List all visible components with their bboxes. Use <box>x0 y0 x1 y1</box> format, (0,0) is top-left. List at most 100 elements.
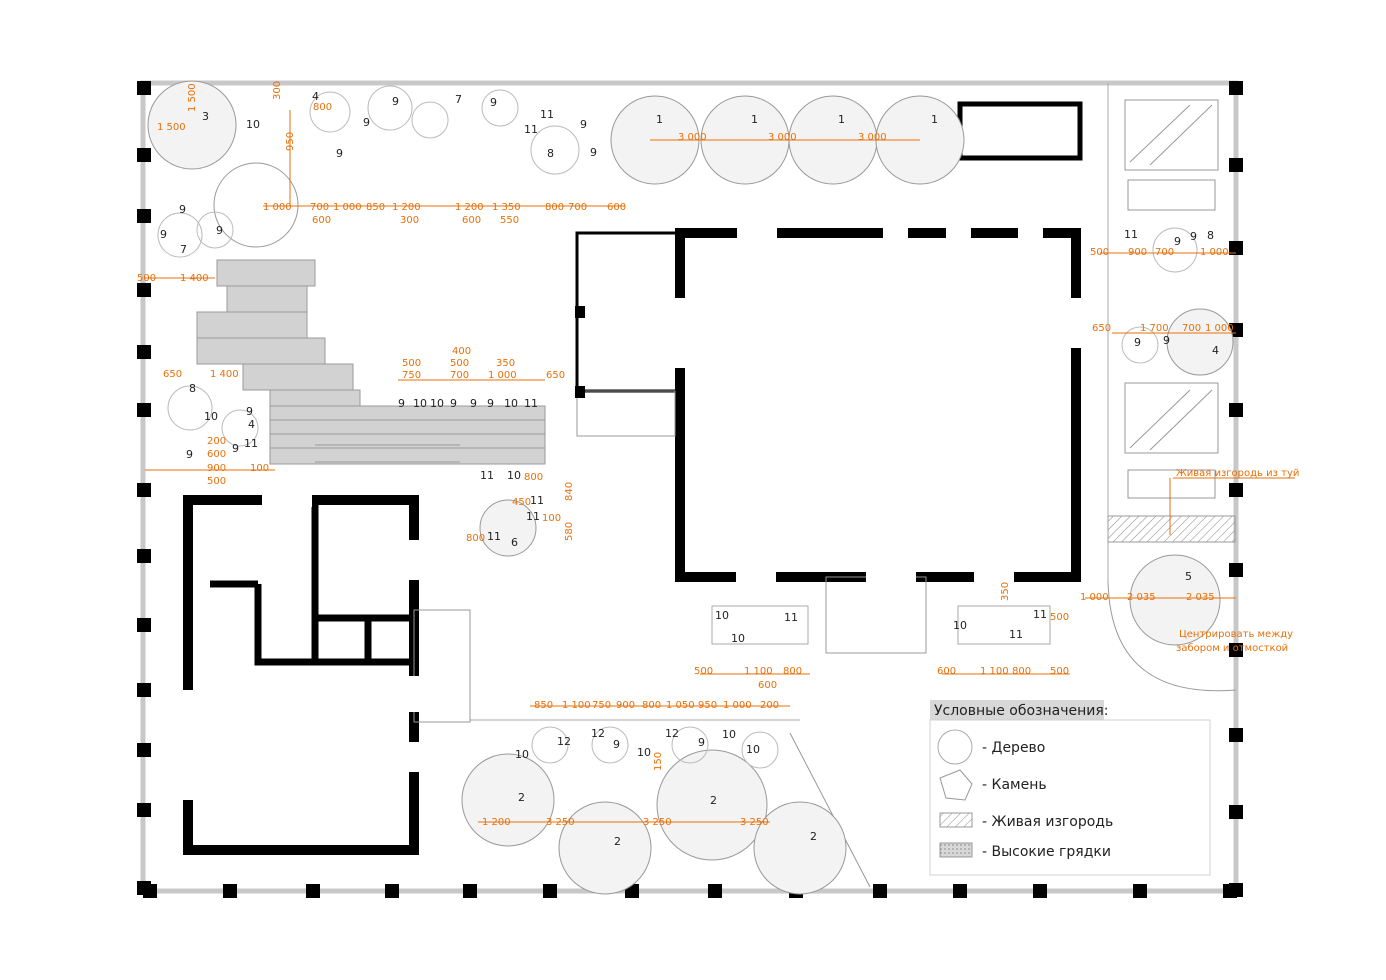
plant-label-9q: 9 <box>1174 235 1181 248</box>
dim-1100-a: 1 100 <box>744 666 773 677</box>
dim-700-b: 700 <box>568 202 587 213</box>
plant-label-12c: 12 <box>665 727 679 740</box>
lawn-border <box>789 732 871 888</box>
dim-600-b: 600 <box>462 215 481 226</box>
dim-1100-b: 1 100 <box>980 666 1009 677</box>
dim-800-g: 800 <box>642 700 661 711</box>
tree-label-2a: 2 <box>518 791 525 804</box>
dim-850-b: 850 <box>534 700 553 711</box>
plant-label-10l: 10 <box>722 728 736 741</box>
shrubs <box>157 85 1198 769</box>
fence-post <box>137 209 151 223</box>
plant-label-9k: 9 <box>232 442 239 455</box>
fence-post <box>1229 643 1243 657</box>
note-center-line1: Центрировать между <box>1179 629 1293 640</box>
plant-label-10e: 10 <box>504 397 518 410</box>
guest-house <box>181 493 471 855</box>
dim-580: 580 <box>564 522 575 541</box>
dim-750-a: 750 <box>402 370 421 381</box>
tree-label-4a: 4 <box>312 90 319 103</box>
tree-label-4c: 4 <box>248 418 255 431</box>
plant-label-11d: 11 <box>524 397 538 410</box>
legend-stone: - Камень <box>982 777 1047 793</box>
dim-300-b: 300 <box>400 215 419 226</box>
plant-label-7b: 7 <box>180 243 187 256</box>
dim-1350: 1 350 <box>492 202 521 213</box>
note-hedge-thuja: Живая изгородь из туй <box>1176 468 1299 479</box>
plant-label-11e: 11 <box>480 469 494 482</box>
dim-900-c: 900 <box>616 700 635 711</box>
dim-300-a: 300 <box>272 81 283 100</box>
fence-post <box>137 403 151 417</box>
fence-post <box>463 884 477 898</box>
dim-2035-b: 2 035 <box>1186 592 1215 603</box>
right-lawn-arc <box>1107 579 1237 692</box>
dim-500-c: 500 <box>450 358 469 369</box>
fence-post <box>1229 403 1243 417</box>
plant-label-10i: 10 <box>953 619 967 632</box>
dim-3250-c: 3 250 <box>740 817 769 828</box>
dim-3000-a: 3 000 <box>678 132 707 143</box>
dim-800-top: 800 <box>313 102 332 113</box>
dimension-lines <box>145 110 1295 823</box>
plant-label-11f: 11 <box>530 494 544 507</box>
dim-1000-f: 1 000 <box>1080 592 1109 603</box>
dim-350-b: 350 <box>1000 582 1011 601</box>
fence-post <box>137 81 151 95</box>
dim-1200-c: 1 200 <box>482 817 511 828</box>
dim-1000-a: 1 000 <box>263 202 292 213</box>
trees <box>147 80 1234 895</box>
plant-label-8a: 8 <box>547 147 554 160</box>
plant-label-9m: 9 <box>398 397 405 410</box>
dim-1500-left: 1 500 <box>157 122 186 133</box>
fence-post <box>1229 805 1243 819</box>
dim-700-a: 700 <box>310 202 329 213</box>
plant-label-10m: 10 <box>746 743 760 756</box>
dim-900-b: 900 <box>1128 247 1147 258</box>
plant-label-11h: 11 <box>487 530 501 543</box>
fence-post <box>543 884 557 898</box>
tree-label-6: 6 <box>511 536 518 549</box>
legend-beds-symbol <box>939 842 973 858</box>
plant-label-9n: 9 <box>450 397 457 410</box>
plant-label-10k: 10 <box>637 746 651 759</box>
dim-3250-a: 3 250 <box>546 817 575 828</box>
fence-post <box>143 884 157 898</box>
dim-1700: 1 700 <box>1140 323 1169 334</box>
plant-label-9p: 9 <box>487 397 494 410</box>
fence-post <box>306 884 320 898</box>
dim-200-b: 200 <box>760 700 779 711</box>
fence-post <box>1229 241 1243 255</box>
dim-700-e: 700 <box>1182 323 1201 334</box>
dim-1100-c: 1 100 <box>562 700 591 711</box>
plant-label-9v: 9 <box>698 736 705 749</box>
tree-label-5: 5 <box>1185 570 1192 583</box>
dim-600-e: 600 <box>758 680 777 691</box>
note-center-line2: забором и отмосткой <box>1176 643 1288 654</box>
dim-1000-d: 1 000 <box>1200 247 1229 258</box>
plant-label-10g: 10 <box>715 609 729 622</box>
legend-hedge-symbol <box>939 812 973 828</box>
paving-path <box>196 259 546 465</box>
plant-label-10j: 10 <box>515 748 529 761</box>
dim-2035-a: 2 035 <box>1127 592 1156 603</box>
dim-500-a: 500 <box>137 273 156 284</box>
dim-650-a: 650 <box>163 369 182 380</box>
greenhouse <box>957 101 1083 161</box>
fence-post <box>1229 158 1243 172</box>
planters <box>711 605 1051 645</box>
fence-post <box>1133 884 1147 898</box>
dim-800-e: 800 <box>783 666 802 677</box>
dim-200: 200 <box>207 436 226 447</box>
plant-label-9b: 9 <box>490 96 497 109</box>
plant-label-10a: 10 <box>246 118 260 131</box>
plant-label-11a: 11 <box>540 108 554 121</box>
dim-1500-top: 1 500 <box>187 83 198 112</box>
dim-1000-c: 1 000 <box>488 370 517 381</box>
dim-3250-b: 3 250 <box>643 817 672 828</box>
dim-700-c: 700 <box>450 370 469 381</box>
legend-beds: - Высокие грядки <box>982 844 1111 860</box>
dim-400-a: 400 <box>452 346 471 357</box>
dim-800-d: 800 <box>466 533 485 544</box>
